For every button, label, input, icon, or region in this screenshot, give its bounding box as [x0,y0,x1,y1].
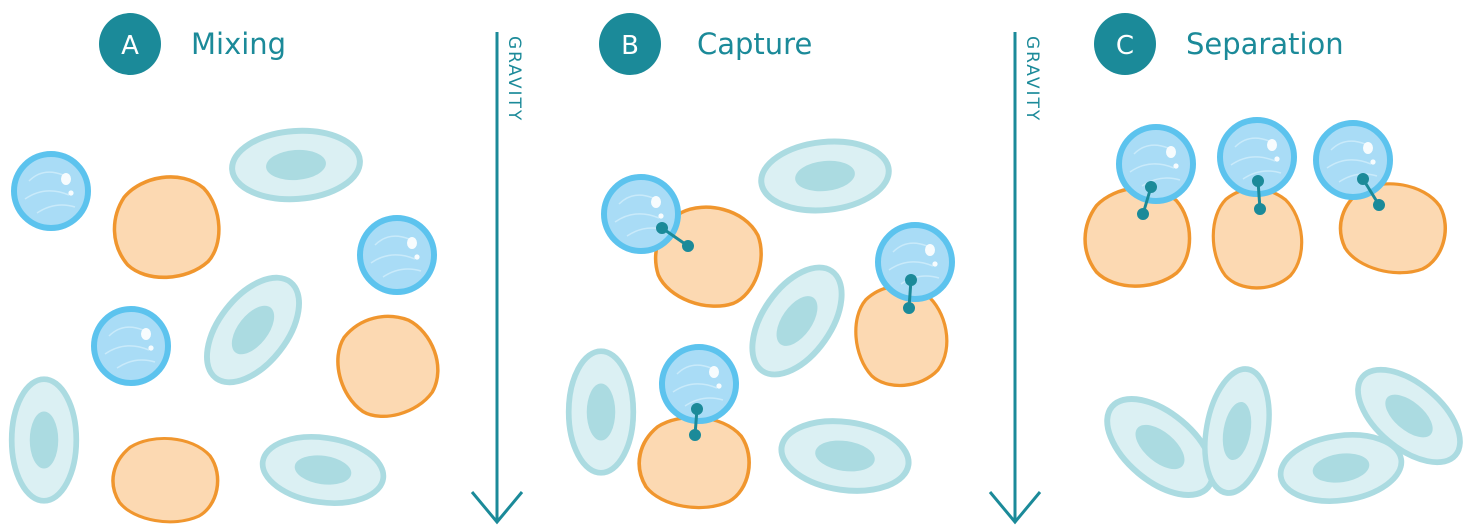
step-badge-b [599,13,661,75]
panel-separation [1079,120,1465,513]
gravity-arrow-1: GRAVITY [470,32,524,525]
step-letter-c: C [1116,31,1134,61]
non-target-cell-icon [258,430,387,511]
panel-mixing [12,127,453,528]
antibody-link-icon [903,274,917,314]
target-cell-icon [105,168,227,286]
gravity-label: GRAVITY [1022,36,1042,122]
step-title-mixing: Mixing [191,27,286,61]
non-target-cell-icon [569,351,634,473]
non-target-cell-icon [1196,364,1278,498]
antibody-link-icon [656,222,694,252]
panel-capture [569,135,956,514]
magnetic-bead-icon [94,309,168,383]
non-target-cell-icon [189,261,317,399]
magnetic-bead-icon [14,154,88,228]
target-cell-icon [1207,183,1308,294]
step-title-capture: Capture [697,27,812,61]
magnetic-bead-icon [360,218,434,292]
panel-b-header: B Capture [599,13,812,75]
step-badge-c [1094,13,1156,75]
non-target-cell-icon [230,127,362,204]
magnetic-bead-icon [878,225,952,299]
antibody-link-icon [1357,173,1385,211]
step-letter-a: A [121,31,139,61]
non-target-cell-icon [777,413,913,498]
step-badge-a [99,13,161,75]
arrow-down-icon [470,491,524,525]
panel-a-header: A Mixing [99,13,286,75]
panel-c-header: C Separation [1094,13,1344,75]
gravity-label: GRAVITY [504,36,524,122]
magnetic-bead-icon [1316,123,1390,197]
magnetic-bead-icon [604,177,678,251]
step-letter-b: B [621,31,639,61]
step-title-separation: Separation [1186,27,1344,61]
antibody-link-icon [689,403,703,441]
gravity-arrow-2: GRAVITY [988,32,1042,525]
target-cell-icon [322,300,453,431]
antibody-link-icon [1252,175,1266,215]
target-cell-icon [107,432,223,528]
target-cell-icon [1079,182,1196,293]
non-target-cell-icon [758,135,892,216]
antibody-link-icon [1137,181,1157,220]
arrow-down-icon [988,491,1042,525]
non-target-cell-icon [12,379,77,501]
